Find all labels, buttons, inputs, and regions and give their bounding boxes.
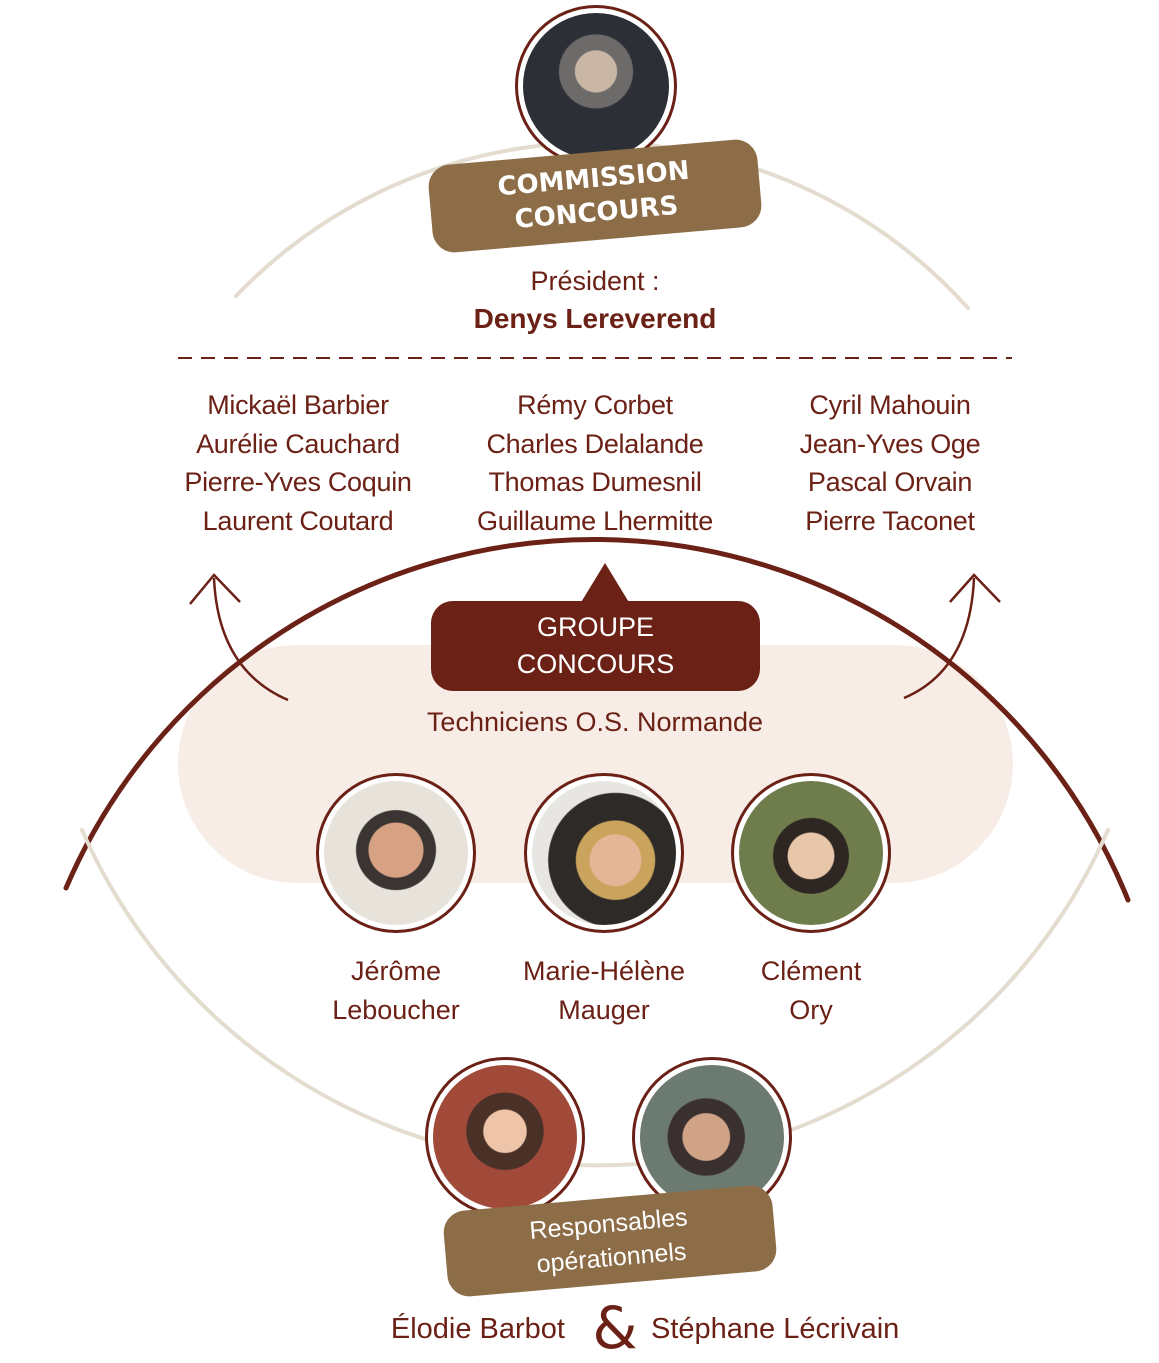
member-name: Mickaël Barbier [207,390,389,420]
tech-name-1: Jérôme Leboucher [296,952,496,1030]
groupe-badge: GROUPE CONCOURS [431,601,760,691]
right-arrow-head [949,573,1001,603]
avatar [523,13,669,159]
member-name: Aurélie Cauchard [196,428,400,459]
responsable-name-right: Stéphane Lécrivain [651,1313,900,1345]
tech-first-name: Jérôme [350,956,442,986]
tech-photo-2 [524,773,684,933]
member-name: Guillaume Lhermitte [477,505,713,536]
avatar [532,781,676,925]
member-name: Charles Delalande [486,428,704,459]
member-name: Pierre-Yves Coquin [184,467,412,497]
groupe-subtitle: Techniciens O.S. Normande [426,707,764,737]
member-name: Cyril Mahouin [809,390,971,420]
groupe-badge-line1: GROUPE [536,612,655,642]
ampersand: & [592,1294,638,1362]
avatar [640,1065,784,1209]
member-name: Rémy Corbet [517,390,673,420]
inner-bottom-arc [80,828,1110,1168]
member-name: Jean-Yves Oge [799,428,981,459]
avatar [739,781,883,925]
tech-name-3: Clément Ory [711,952,911,1030]
members-column-2: Rémy Corbet Charles Delalande Thomas Dum… [465,386,725,540]
member-name: Pascal Orvain [807,467,973,497]
right-arrow-line [903,577,976,700]
tech-photo-3 [731,773,891,933]
tech-last-name: Ory [789,995,833,1025]
tech-last-name: Mauger [558,995,650,1025]
responsable-name-left: Élodie Barbot [390,1313,565,1345]
member-name: Thomas Dumesnil [488,467,702,497]
tech-first-name: Marie-Hélène [522,956,686,986]
responsable-photo-1 [425,1057,585,1217]
tech-last-name: Leboucher [332,995,460,1025]
president-name: Denys Lereverend [473,303,717,334]
tech-photo-1 [316,773,476,933]
member-name: Pierre Taconet [805,505,975,536]
president-photo [515,5,677,167]
left-arrow-line [212,577,289,702]
tech-name-2: Marie-Hélène Mauger [494,952,714,1030]
tech-first-name: Clément [760,956,862,986]
members-column-1: Mickaël Barbier Aurélie Cauchard Pierre-… [168,386,428,540]
outer-arc [63,537,1131,903]
president-label: Président : [530,266,660,296]
avatar [324,781,468,925]
groupe-badge-line2: CONCOURS [516,649,675,679]
left-arrow-head [189,573,241,605]
member-name: Laurent Coutard [202,505,394,536]
members-column-3: Cyril Mahouin Jean-Yves Oge Pascal Orvai… [760,386,1020,540]
groupe-pointer [580,563,630,604]
avatar [433,1065,577,1209]
